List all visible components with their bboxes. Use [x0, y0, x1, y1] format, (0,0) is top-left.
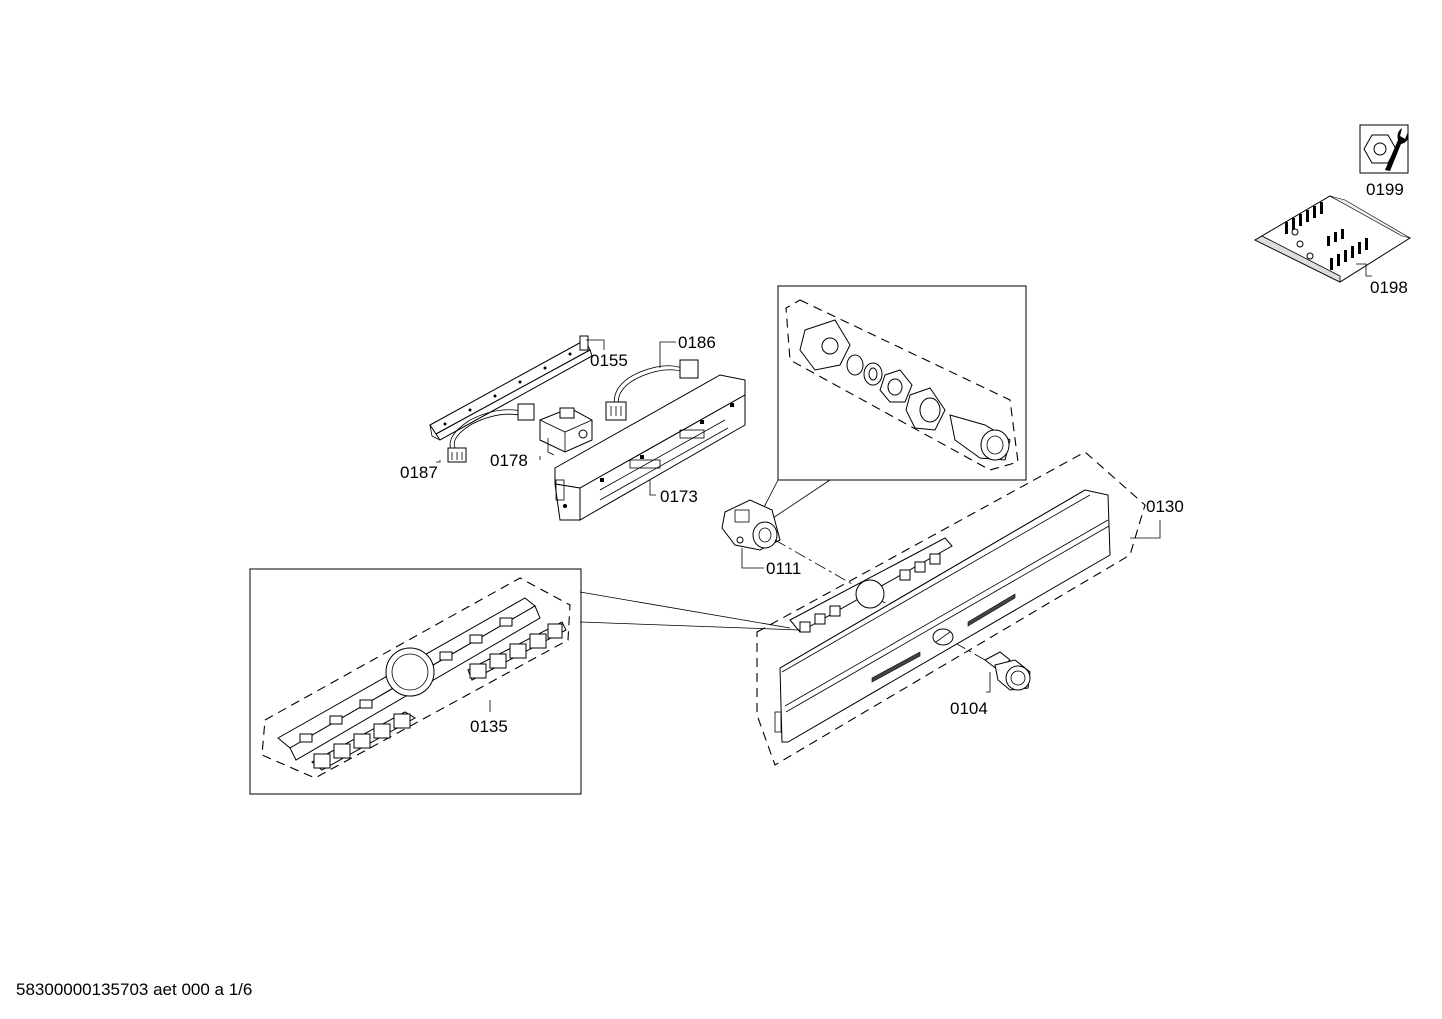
button-caps-row-upper [467, 621, 567, 681]
knob-0104 [984, 651, 1031, 691]
part-label-0135: 0135 [470, 717, 508, 736]
cable-harness-0186 [605, 359, 699, 421]
front-panel-0130 [756, 451, 1146, 766]
part-label-0199: 0199 [1366, 180, 1404, 199]
part-label-0155: 0155 [590, 351, 628, 370]
part-label-0173: 0173 [660, 487, 698, 506]
part-label-0198: 0198 [1370, 278, 1408, 297]
switch-0178 [539, 407, 593, 456]
control-module-0173 [554, 374, 746, 521]
button-strip-detail-box [249, 568, 582, 795]
part-label-0111: 0111 [766, 559, 801, 578]
part-label-0186: 0186 [678, 333, 716, 352]
button-caps-row-lower [311, 711, 416, 771]
document-id-footer: 58300000135703 aet 000 a 1/6 [16, 980, 253, 999]
cable-harness-0187 [447, 403, 535, 463]
screw-bag-icon [1253, 195, 1412, 283]
part-label-0178: 0178 [490, 451, 528, 470]
knob-module-0111 [721, 499, 781, 551]
button-strip-on-panel [789, 537, 953, 633]
part-label-0130: 0130 [1146, 497, 1184, 516]
part-label-0104: 0104 [950, 699, 988, 718]
knob-exploded-parts [799, 319, 1011, 461]
part-label-0187: 0187 [400, 463, 438, 482]
wrench-nut-icon [1359, 124, 1409, 174]
knob-detail-box [777, 285, 1027, 481]
